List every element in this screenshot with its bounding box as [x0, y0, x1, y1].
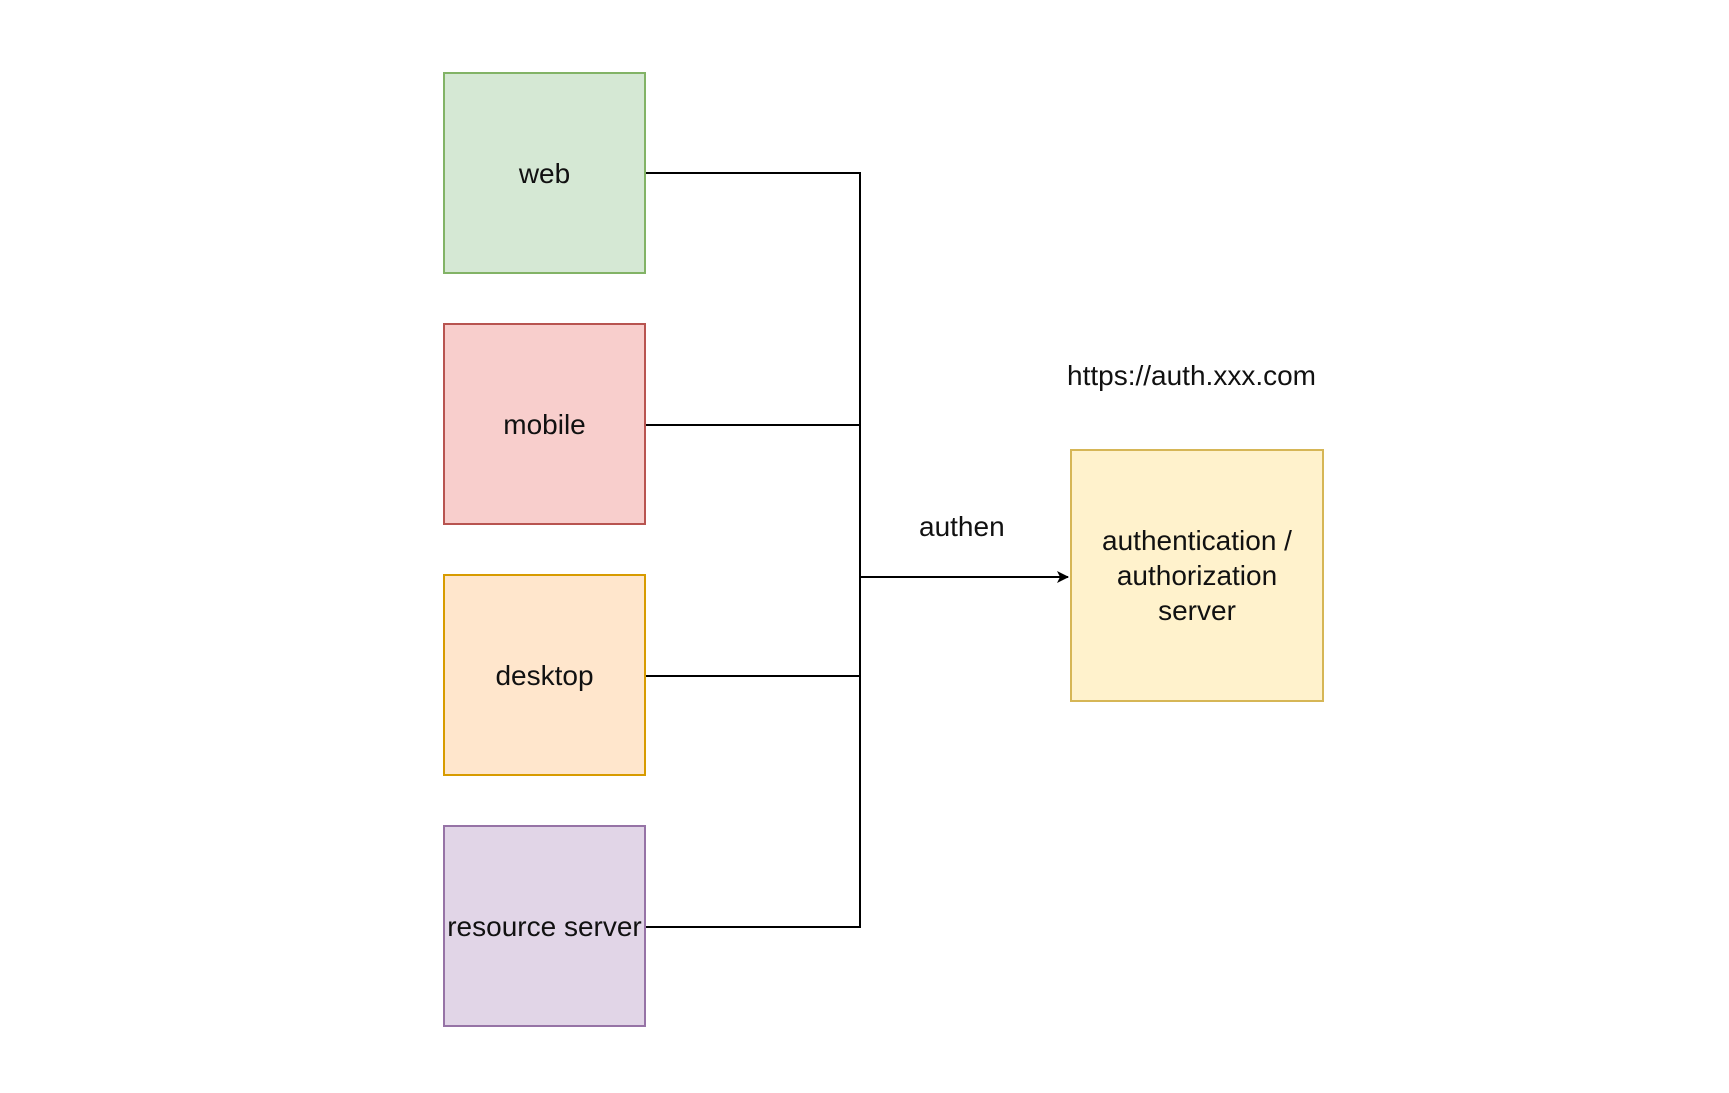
desktop-node: desktop [443, 574, 646, 776]
connector-mobile [646, 424, 861, 577]
connector-resource-server [646, 577, 861, 928]
resource-server-node-label: resource server [447, 910, 642, 942]
mobile-node-label: mobile [503, 408, 586, 440]
connector-desktop [646, 577, 861, 677]
resource-server-node: resource server [443, 825, 646, 1027]
desktop-node-label: desktop [495, 659, 594, 691]
mobile-node: mobile [443, 323, 646, 525]
connector-web [646, 172, 861, 577]
authen-edge-label: authen [919, 511, 1005, 542]
auth-server-node-label: authentication / authorization server [1102, 525, 1292, 626]
auth-url-label: https://auth.xxx.com [1067, 360, 1316, 391]
auth-server-node: authentication / authorization server [1070, 449, 1324, 702]
web-node-label: web [518, 157, 571, 189]
web-node: web [443, 72, 646, 274]
